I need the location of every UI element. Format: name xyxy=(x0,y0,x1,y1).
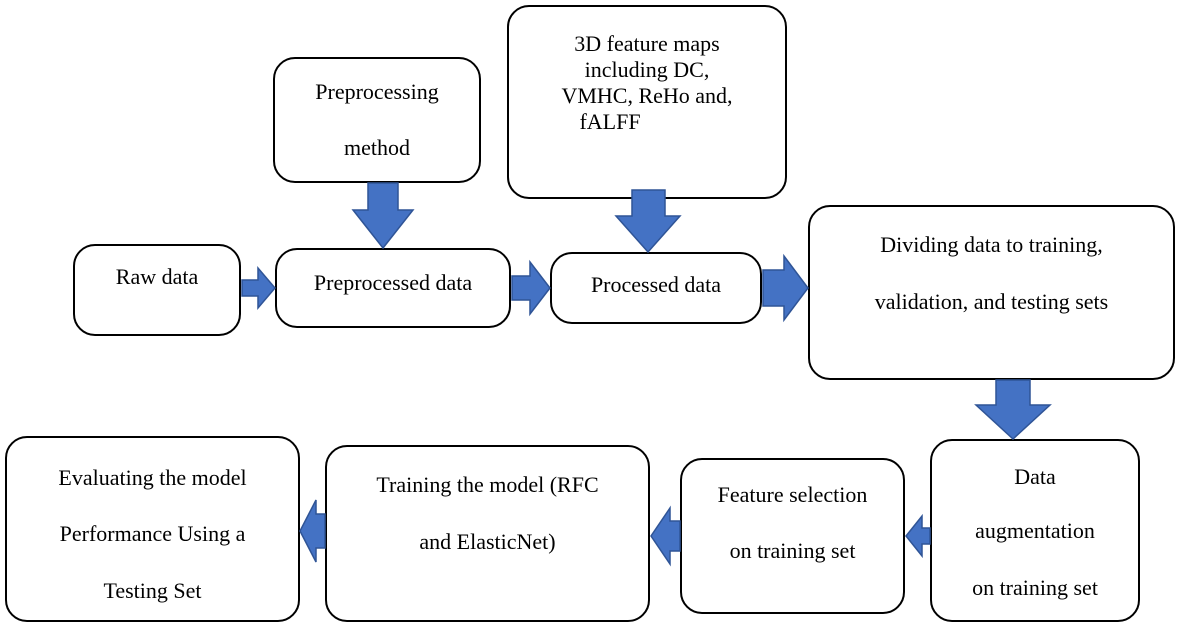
node-text: Feature selection xyxy=(717,482,868,507)
node-text: on training set xyxy=(729,538,856,563)
node-text: Dividing data to training, xyxy=(880,232,1103,257)
arrow-preprocessed-to-processed xyxy=(511,259,551,317)
node-text: fALFF xyxy=(579,109,641,134)
node-text: Data xyxy=(1014,464,1056,489)
arrow-dividing-to-augmentation xyxy=(974,379,1052,441)
node-text: Preprocessing xyxy=(315,79,439,104)
arrow-method-to-preprocessed xyxy=(351,182,415,250)
node-training-model: Training the model (RFC and ElasticNet) xyxy=(325,445,650,622)
node-evaluating-model: Evaluating the model Performance Using a… xyxy=(5,436,300,622)
node-text: including DC, xyxy=(584,57,710,82)
arrow-feature-selection-to-training xyxy=(650,505,681,567)
node-text: Performance Using a xyxy=(59,521,246,546)
node-feature-selection: Feature selection on training set xyxy=(680,458,905,614)
node-text: VMHC, ReHo and, xyxy=(561,83,733,108)
arrow-training-to-evaluating xyxy=(299,499,326,563)
node-text: and ElasticNet) xyxy=(419,529,556,554)
node-processed-data: Processed data xyxy=(550,252,762,324)
node-text: Processed data xyxy=(590,272,722,297)
arrow-augmentation-to-feature-selection xyxy=(905,513,931,559)
node-text: validation, and testing sets xyxy=(874,289,1109,314)
arrow-processed-to-dividing xyxy=(762,253,809,323)
node-preprocessed-data: Preprocessed data xyxy=(275,248,511,328)
arrow-raw-to-preprocessed xyxy=(241,265,276,311)
node-raw-data: Raw data xyxy=(73,244,241,336)
node-text: Training the model (RFC xyxy=(376,472,599,497)
node-text: Raw data xyxy=(115,264,199,289)
node-text: 3D feature maps xyxy=(574,31,720,56)
node-text: on training set xyxy=(972,575,1098,600)
node-text: Testing Set xyxy=(103,578,202,603)
node-text: augmentation xyxy=(975,518,1095,543)
node-dividing-data: Dividing data to training, validation, a… xyxy=(808,205,1175,380)
node-text: method xyxy=(344,135,410,160)
arrow-featuremaps-to-processed xyxy=(614,189,682,254)
node-preprocessing-method: Preprocessing method xyxy=(273,57,481,183)
node-text: Evaluating the model xyxy=(58,465,247,490)
node-data-augmentation: Data augmentation on training set xyxy=(930,439,1140,622)
node-text: Preprocessed data xyxy=(313,270,473,295)
